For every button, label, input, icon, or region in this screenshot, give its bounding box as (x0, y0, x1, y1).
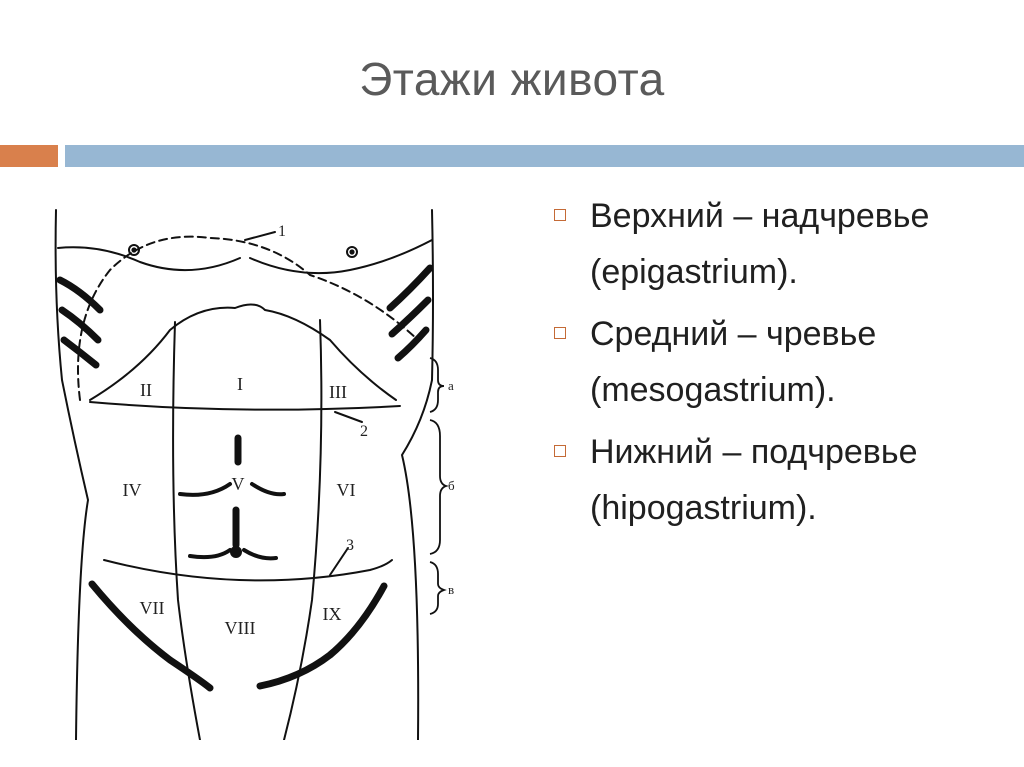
region-label-i: I (237, 374, 243, 394)
bullet-list: Верхний – надчревье (epigastrium). Средн… (552, 188, 1002, 542)
rib-left-3 (60, 336, 100, 369)
vertical-line-left (172, 321, 201, 740)
umbilicus (230, 546, 242, 558)
leader-line-1 (244, 231, 276, 241)
umbilical-curve-lower-right (242, 548, 278, 561)
region-label-vi: VI (337, 480, 356, 500)
region-label-vii: VII (140, 598, 165, 618)
line-label-3: 3 (346, 537, 354, 554)
nipple-left (128, 244, 140, 256)
region-label-viii: VIII (225, 618, 256, 638)
umbilical-curve-lower-left (188, 548, 232, 560)
line-label-2: 2 (360, 423, 368, 440)
rib-right-3 (394, 326, 430, 362)
accent-bar-blue (65, 145, 1024, 167)
floor-label-a: а (448, 378, 454, 393)
bullet-item-middle: Средний – чревье (mesogastrium). (552, 306, 1002, 418)
subcostal-line-2 (89, 401, 401, 411)
costal-arch (89, 303, 397, 401)
umbilical-curve-upper-right (250, 482, 286, 497)
bullet-text: Средний – чревье (mesogastrium). (590, 315, 877, 409)
body-outline-left (54, 209, 90, 740)
accent-bar-orange (0, 145, 58, 167)
body-outline-right (400, 209, 434, 740)
floor-label-c: в (448, 582, 454, 597)
leader-line-2 (334, 411, 363, 423)
floor-label-b: б (448, 478, 455, 493)
bullet-text: Нижний – подчревье (hipogastrium). (590, 433, 918, 527)
rib-left-1 (56, 276, 104, 314)
biiliac-line-3 (103, 559, 393, 582)
vertical-line-right (283, 319, 323, 740)
abdomen-regions-diagram: I II III IV V VI VII VIII IX 1 2 3 а б в (54, 209, 455, 740)
iliac-crest-right (256, 582, 388, 690)
region-label-iv: IV (123, 480, 142, 500)
chest-line-left (57, 246, 241, 272)
slide-title: Этажи живота (359, 53, 665, 105)
region-label-ii: II (140, 380, 152, 400)
bullet-square-icon (554, 209, 566, 221)
region-label-v: V (232, 474, 245, 494)
iliac-crest-left (88, 580, 214, 692)
region-label-ix: IX (323, 604, 342, 624)
rib-right-2 (388, 296, 432, 338)
chest-line-right (249, 239, 433, 275)
nipple-right (346, 246, 358, 258)
rib-left-2 (58, 306, 102, 344)
dashed-line-1 (77, 235, 419, 401)
bullet-text: Верхний – надчревье (epigastrium). (590, 197, 930, 291)
bullet-square-icon (554, 327, 566, 339)
brace-c (429, 561, 447, 615)
line-label-1: 1 (278, 223, 286, 240)
rib-right-1 (386, 264, 434, 312)
brace-a (429, 357, 445, 413)
brace-b (429, 419, 449, 555)
leader-line-3 (329, 547, 349, 576)
bullet-item-lower: Нижний – подчревье (hipogastrium). (552, 424, 1002, 536)
region-label-iii: III (329, 382, 347, 402)
bullet-item-upper: Верхний – надчревье (epigastrium). (552, 188, 1002, 300)
umbilical-curve-upper-left (178, 482, 232, 497)
bullet-square-icon (554, 445, 566, 457)
